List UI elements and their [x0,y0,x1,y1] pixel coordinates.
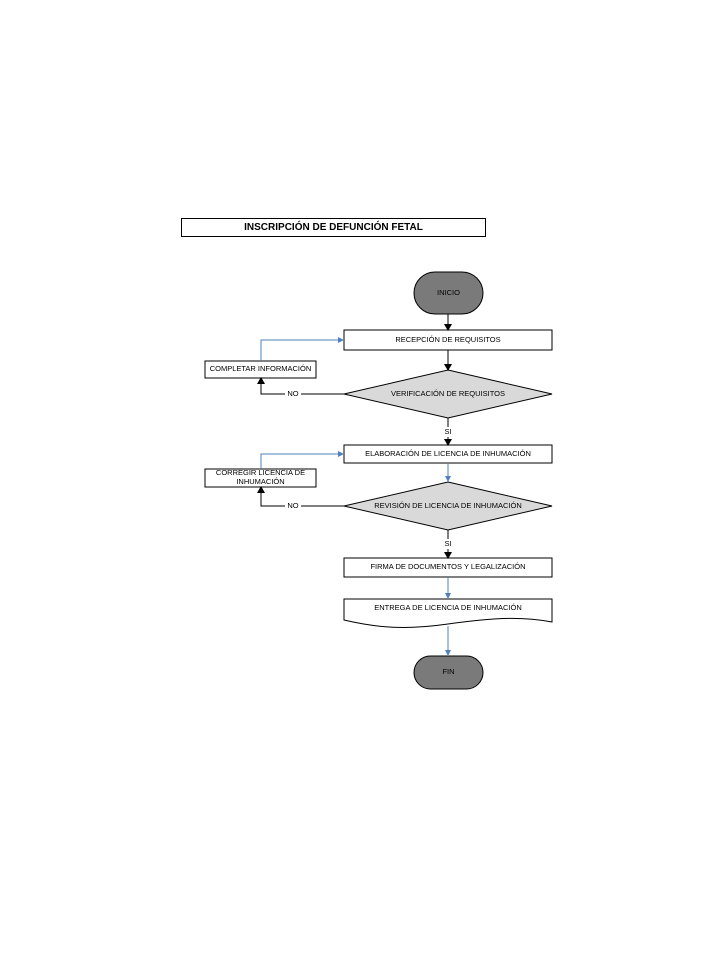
arrow-review-no-to-correct [257,486,344,507]
arrow-correct-to-elaboration [260,451,344,469]
edge-label-si-verification: SI [444,426,452,436]
elaboration-label: ELABORACIÓN DE LICENCIA DE INHUMACIÓN [365,448,531,458]
signature-label: FIRMA DE DOCUMENTOS Y LEGALIZACIÓN [370,562,526,572]
review-label: REVISIÓN DE LICENCIA DE INHUMACIÓN [374,500,522,510]
end-label: FIN [442,667,455,677]
delivery-label: ENTREGA DE LICENCIA DE INHUMACIÓN [374,602,522,612]
correct-license-label: CORREGIR LICENCIA DE INHUMACIÓN [215,468,306,486]
complete-info-label: COMPLETAR INFORMACIÓN [209,364,312,374]
edge-label-no-verification: NO [287,388,299,398]
diagram-title: INSCRIPCIÓN DE DEFUNCIÓN FETAL [181,218,486,237]
edge-label-si-review: SI [444,538,452,548]
edge-label-no-review: NO [287,500,299,510]
reception-label: RECEPCIÓN DE REQUISITOS [395,334,501,344]
arrow-complete-to-reception [260,337,344,361]
verification-label: VERIFICACIÓN DE REQUISITOS [390,388,506,398]
start-label: INICIO [437,287,460,297]
arrow-verification-no-to-complete [257,377,344,395]
delivery-document-shape [343,598,553,628]
